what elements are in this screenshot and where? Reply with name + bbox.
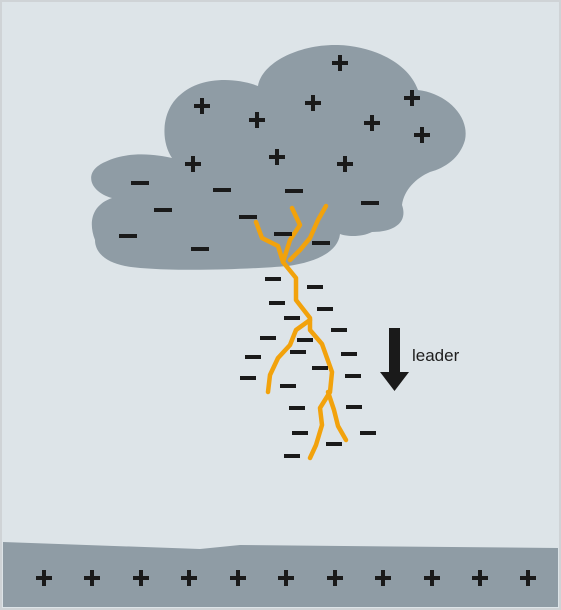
negative-charge-icon: [361, 201, 379, 205]
negative-charge-icon: [245, 355, 261, 359]
negative-charge-icon: [346, 405, 362, 409]
negative-charge-icon: [341, 352, 357, 356]
leader-label: leader: [412, 346, 460, 365]
negative-charge-icon: [280, 384, 296, 388]
negative-charge-icon: [317, 307, 333, 311]
negative-charge-icon: [345, 374, 361, 378]
negative-charge-icon: [326, 442, 342, 446]
negative-charge-icon: [119, 234, 137, 238]
negative-charge-icon: [154, 208, 172, 212]
negative-charge-icon: [213, 188, 231, 192]
negative-charge-icon: [285, 189, 303, 193]
negative-charge-icon: [307, 285, 323, 289]
negative-charge-icon: [239, 215, 257, 219]
negative-charge-icon: [284, 454, 300, 458]
negative-charge-icon: [274, 232, 292, 236]
negative-charge-icon: [360, 431, 376, 435]
ground: [3, 542, 558, 607]
negative-charge-icon: [289, 406, 305, 410]
negative-charge-icon: [297, 338, 313, 342]
negative-charge-icon: [292, 431, 308, 435]
negative-charge-icon: [284, 316, 300, 320]
negative-charge-icon: [269, 301, 285, 305]
negative-charge-icon: [290, 350, 306, 354]
negative-charge-icon: [265, 277, 281, 281]
negative-charge-icon: [312, 366, 328, 370]
negative-charge-icon: [191, 247, 209, 251]
negative-charge-icon: [260, 336, 276, 340]
negative-charge-icon: [312, 241, 330, 245]
negative-charge-icon: [131, 181, 149, 185]
negative-charge-icon: [331, 328, 347, 332]
negative-charge-icon: [240, 376, 256, 380]
